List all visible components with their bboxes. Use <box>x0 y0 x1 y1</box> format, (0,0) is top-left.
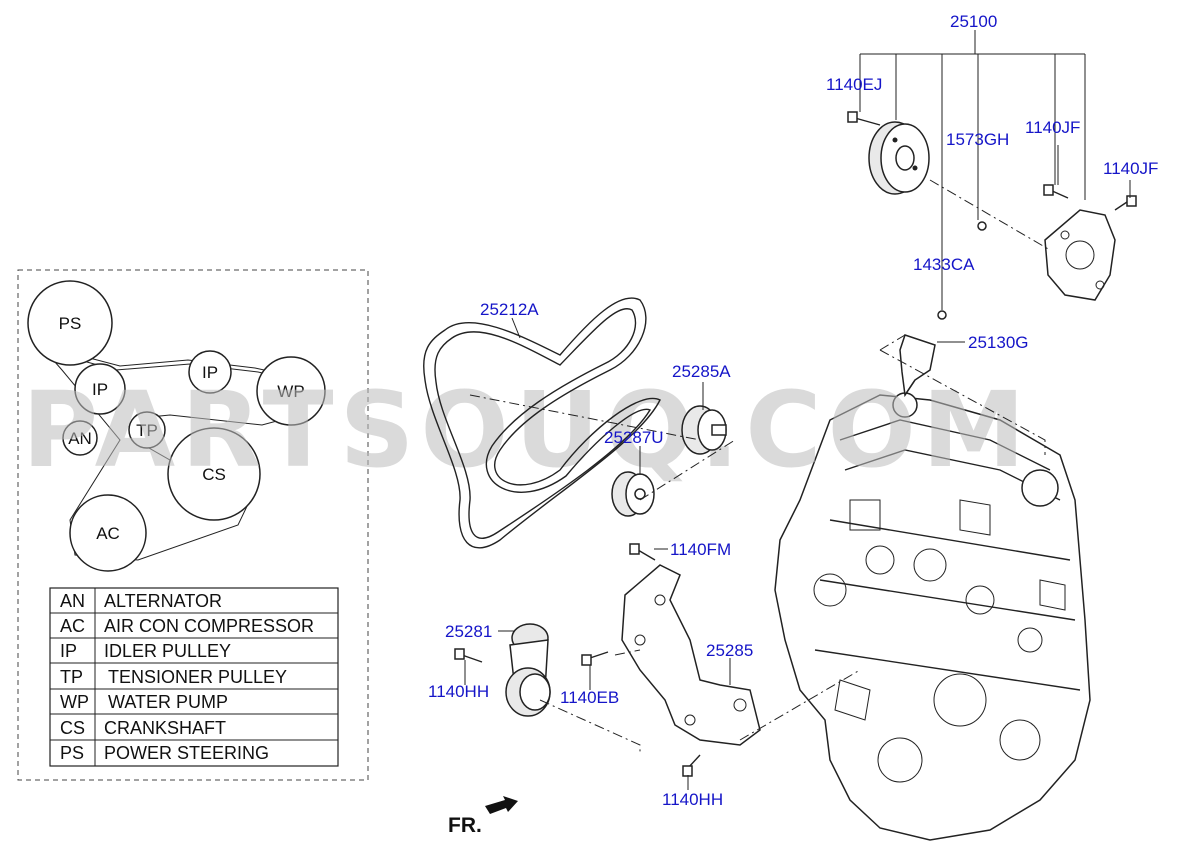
part-label-25212a[interactable]: 25212A <box>480 300 539 319</box>
part-label-25281[interactable]: 25281 <box>445 622 492 641</box>
legend-name: ALTERNATOR <box>104 591 222 611</box>
legend-code: CS <box>60 718 85 738</box>
part-label-1140ej[interactable]: 1140EJ <box>826 75 882 94</box>
bracket-25285 <box>621 564 761 746</box>
legend-table: AN ALTERNATOR AC AIR CON COMPRESSOR IP I… <box>49 587 339 767</box>
pulley-cs <box>167 427 261 521</box>
bolt-1140eb <box>581 651 609 666</box>
front-direction-marker: FR. <box>448 796 518 837</box>
belt-routing-inset: PS IP AN IP WP TP CS AC AN ALTERNATOR AC… <box>17 269 369 781</box>
legend-code: AN <box>60 591 85 611</box>
part-label-1140jf[interactable]: 1140JF <box>1025 118 1080 137</box>
pulley-label: WP <box>277 382 304 401</box>
part-label-1140eb[interactable]: 1140EB <box>560 688 619 707</box>
legend-name: IDLER PULLEY <box>104 641 231 661</box>
bolt-1140fm <box>629 543 656 561</box>
part-label-1140fm[interactable]: 1140FM <box>670 540 731 559</box>
dowel-1433ca <box>937 310 947 320</box>
watermark: PARTSOUQ.COM <box>22 369 1031 491</box>
part-label-25130g[interactable]: 25130G <box>968 333 1029 352</box>
drive-belt <box>423 297 661 549</box>
water-pump-pulley <box>868 121 930 195</box>
bolt-1140jf-b <box>1114 195 1137 211</box>
part-label-25287u[interactable]: 25287U <box>604 428 664 447</box>
part-label-25285[interactable]: 25285 <box>706 641 753 660</box>
bolt-1140ej <box>847 111 881 126</box>
part-label-25285a[interactable]: 25285A <box>672 362 731 381</box>
alignment-lines <box>469 179 1051 752</box>
front-label: FR. <box>448 814 482 837</box>
idler-pulley-25285a <box>681 405 727 455</box>
front-arrow-icon <box>485 796 518 814</box>
bolt-1140hh-a <box>454 648 483 663</box>
part-label-1573gh[interactable]: 1573GH <box>946 130 1009 149</box>
pulley-label: IP <box>92 380 108 399</box>
pulley-wp <box>256 356 326 426</box>
leader-lines <box>464 30 1131 790</box>
bolt-1140jf-a <box>1043 184 1069 199</box>
legend-name: AIR CON COMPRESSOR <box>104 616 314 636</box>
legend-code: PS <box>60 743 84 763</box>
pulley-tp <box>128 411 166 449</box>
engine-block-drawing <box>774 392 1091 841</box>
pulley-an <box>62 420 98 456</box>
part-label-25100[interactable]: 25100 <box>950 12 997 31</box>
legend-code: TP <box>60 667 83 687</box>
legend-code: AC <box>60 616 85 636</box>
legend-name: CRANKSHAFT <box>104 718 226 738</box>
pulley-label: IP <box>202 363 218 382</box>
legend-code: IP <box>60 641 77 661</box>
pulley-label: AN <box>68 429 92 448</box>
part-label-1140hh[interactable]: 1140HH <box>662 790 723 809</box>
pulley-label: TP <box>136 421 158 440</box>
gasket-25130g <box>899 334 936 398</box>
legend-name: TENSIONER PULLEY <box>108 667 287 687</box>
pulley-ps <box>27 280 113 366</box>
tensioner-25281 <box>505 623 551 717</box>
inset-frame <box>17 269 369 781</box>
idler-pulley-25287u <box>611 471 655 517</box>
part-label-1433ca[interactable]: 1433CA <box>913 255 975 274</box>
pulley-label: CS <box>202 465 226 484</box>
plug-1573gh <box>977 221 987 231</box>
pulley-label: AC <box>96 524 120 543</box>
pulley-ip-left <box>74 363 126 415</box>
part-label-1140jf[interactable]: 1140JF <box>1103 159 1158 178</box>
bolt-1140hh-b <box>682 754 701 777</box>
legend-name: POWER STEERING <box>104 743 269 763</box>
part-labels: 25100 1140EJ 1573GH 1140JF 1140JF 1433CA… <box>428 12 1158 809</box>
water-pump-body <box>1044 209 1116 301</box>
legend-code: WP <box>60 692 89 712</box>
pulley-ip-top <box>188 350 232 394</box>
pulley-label: PS <box>59 314 82 333</box>
pulley-ac <box>69 494 147 572</box>
part-label-1140hh[interactable]: 1140HH <box>428 682 489 701</box>
legend-name: WATER PUMP <box>108 692 228 712</box>
